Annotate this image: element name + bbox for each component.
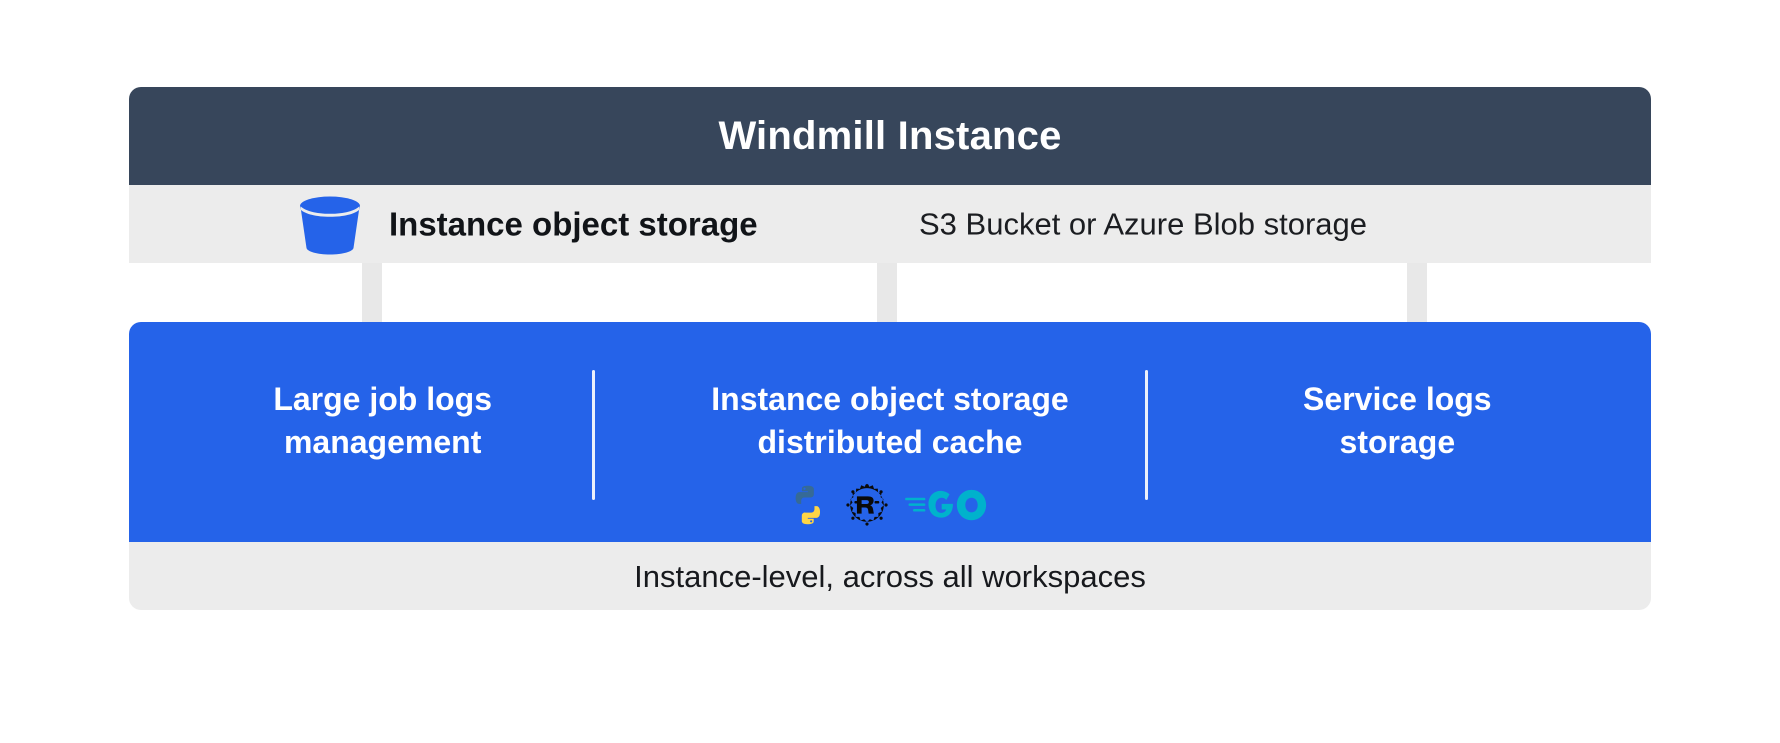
column-title: Service logs storage bbox=[1303, 381, 1492, 461]
footer-caption: Instance-level, across all workspaces bbox=[634, 558, 1146, 594]
python-icon bbox=[786, 483, 830, 527]
instance-object-storage-row: Instance object storage S3 Bucket or Azu… bbox=[129, 185, 1651, 263]
column-divider-1 bbox=[592, 370, 595, 500]
column-large-job-logs-management: Large job logs management bbox=[129, 322, 636, 542]
column-title: Large job logs management bbox=[273, 381, 492, 461]
bucket-icon bbox=[297, 193, 363, 255]
windmill-instance-diagram: Windmill Instance Instance object storag… bbox=[129, 87, 1651, 660]
storage-label: Instance object storage bbox=[389, 205, 758, 243]
page-title: Windmill Instance bbox=[718, 114, 1062, 158]
capabilities-panel: Large job logs management Instance objec… bbox=[129, 322, 1651, 542]
header-bar: Windmill Instance bbox=[129, 87, 1651, 185]
storage-sub-label: S3 Bucket or Azure Blob storage bbox=[919, 206, 1368, 242]
column-service-logs-storage: Service logs storage bbox=[1144, 322, 1651, 542]
footer-bar: Instance-level, across all workspaces bbox=[129, 542, 1651, 610]
column-title: Instance object storage distributed cach… bbox=[711, 381, 1069, 461]
rust-icon bbox=[844, 482, 890, 528]
column-divider-2 bbox=[1145, 370, 1148, 500]
column-instance-object-storage-distributed-cache: Instance object storage distributed cach… bbox=[636, 322, 1143, 542]
go-icon bbox=[904, 485, 994, 525]
language-icons bbox=[786, 482, 994, 528]
